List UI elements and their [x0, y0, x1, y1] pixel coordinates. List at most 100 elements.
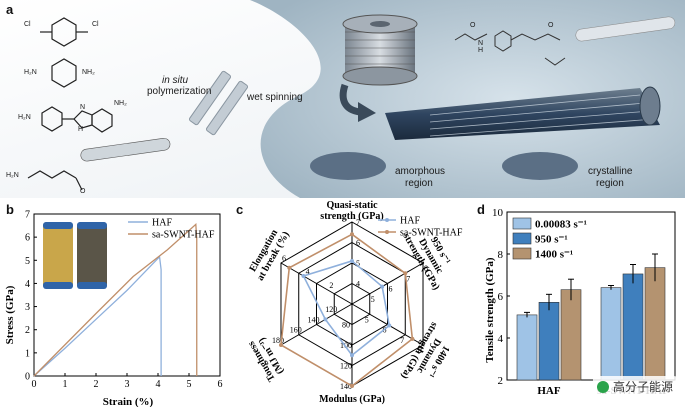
radar-tick-label: 140	[340, 382, 352, 391]
radar-tick-label: 7	[356, 218, 360, 227]
radar-point	[350, 232, 354, 237]
bar	[600, 287, 622, 381]
legend-marker	[385, 218, 389, 222]
radar-point	[350, 384, 354, 388]
molecule-ppd	[51, 58, 77, 88]
chem-label-cl-right: Cl	[92, 21, 99, 28]
radar-tick-label: 2	[329, 281, 333, 290]
chem-label-h2n-b: H₂N	[18, 114, 31, 121]
radar-tick-label: 80	[342, 321, 350, 330]
bar	[560, 289, 582, 381]
chem-label-nh2-b: NH₂	[114, 100, 127, 107]
radar-tick-label: 140	[307, 315, 319, 324]
panel-label-b: b	[6, 202, 14, 217]
process-arrow-icon	[339, 83, 361, 116]
legend-label: sa-SWNT-HAF	[152, 230, 215, 241]
watermark-logo: 高分子能源	[592, 376, 677, 397]
radar-spoke	[351, 262, 424, 305]
radar-axis-label: Modulus (GPa)	[319, 394, 385, 405]
fiber-spool	[342, 14, 418, 86]
x-axis-title: Strain (%)	[103, 396, 154, 407]
y-tick-label: 6	[25, 233, 30, 244]
y-axis-title: Stress (GPa)	[4, 285, 16, 344]
radar-point	[350, 353, 354, 358]
x-tick-label: 0	[32, 379, 37, 390]
step-wet-spinning-label: wet spinning	[247, 92, 303, 103]
y-tick-label: 3	[25, 302, 30, 313]
step-polymerization-prefix: in situ	[162, 75, 189, 86]
radar-tick-label: 160	[290, 326, 302, 335]
radar-tick-label: 5	[365, 315, 369, 324]
chem-label-o1: O	[80, 188, 86, 195]
legend-label: 950 s⁻¹	[535, 234, 568, 246]
radar-tick-label: 7	[406, 274, 410, 283]
radar-tick-label: 4	[306, 267, 310, 276]
series-line-sa-swnt-haf	[33, 223, 198, 377]
chem-label-hn-h: H	[478, 47, 484, 54]
radar-point	[403, 271, 408, 276]
radar-axis-label-line: Quasi-static	[326, 200, 378, 211]
y-tick-label: 2	[498, 375, 504, 387]
chem-label-o3: O	[548, 22, 554, 29]
y-tick-label: 4	[25, 279, 30, 290]
amorphous-label-1: amorphous	[395, 166, 446, 177]
radar-point	[323, 317, 328, 322]
series-line-haf	[33, 255, 162, 377]
molecule-benzimidazole	[41, 106, 113, 133]
radar-tick-label: 180	[272, 336, 284, 345]
radar-point	[380, 284, 385, 289]
y-tick-label: 6	[498, 291, 504, 303]
schematic-illustration	[0, 0, 685, 198]
legend-swatch	[512, 247, 532, 260]
panel-a-schematic: a Cl Cl H₂N NH₂ H₂N NH₂ N H H₂N O O O N …	[0, 0, 685, 198]
radar-point	[301, 273, 306, 278]
fiber-bobbins-photo	[43, 222, 107, 289]
crystalline-region-image	[502, 152, 578, 180]
amorphous-label-2: region	[405, 178, 433, 189]
chem-label-n1: N	[80, 104, 86, 111]
radar-axis-label-line: Modulus (GPa)	[319, 394, 385, 405]
panel-label-a: a	[6, 2, 14, 17]
y-tick-label: 7	[25, 210, 30, 221]
polymer-fibrils	[188, 70, 249, 136]
panel-label-c: c	[236, 202, 244, 217]
radar-tick-label: 6	[356, 239, 360, 248]
x-tick-label: 4	[156, 379, 161, 390]
x-tick-label: 2	[94, 379, 99, 390]
y-tick-label: 10	[492, 207, 504, 219]
radar-point	[387, 323, 392, 328]
x-tick-label: 3	[125, 379, 130, 390]
radar-tick-label: 120	[340, 362, 352, 371]
chem-label-hn: N	[478, 40, 484, 47]
y-tick-label: 1	[25, 348, 30, 359]
molecule-aramid-repeat	[454, 16, 676, 66]
y-tick-label: 5	[25, 256, 30, 267]
crystalline-label-1: crystalline	[588, 166, 633, 177]
radar-tick-label: 100	[340, 341, 352, 350]
legend-swatch	[512, 232, 532, 245]
x-tick-label: 6	[218, 379, 223, 390]
y-tick-label: 2	[25, 325, 30, 336]
legend-swatch	[512, 217, 532, 230]
radar-spoke	[280, 262, 353, 305]
legend-marker	[385, 230, 389, 234]
legend-label: sa-SWNT-HAF	[400, 228, 463, 239]
radar-point	[278, 343, 283, 347]
legend-label: 1400 s⁻¹	[535, 249, 573, 261]
molecule-terephthaloyl-chloride	[40, 17, 88, 47]
legend-label: 0.00083 s⁻¹	[535, 219, 587, 231]
bar	[622, 273, 644, 381]
radar-tick-label: 7	[400, 336, 404, 345]
radar-tick-label: 6	[389, 285, 393, 294]
chem-label-h: H	[78, 126, 84, 133]
bar	[538, 302, 560, 381]
legend-label: HAF	[400, 216, 420, 227]
bar	[644, 267, 666, 381]
radar-tick-label: 120	[325, 305, 337, 314]
radar-tick-label: 6	[282, 254, 286, 263]
